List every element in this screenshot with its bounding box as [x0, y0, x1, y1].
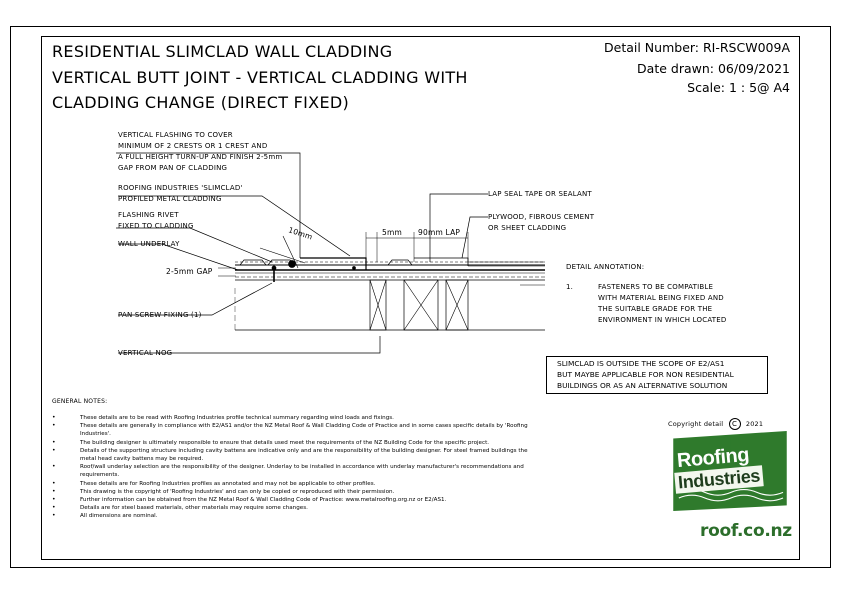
leader-nog [118, 336, 381, 354]
general-notes-heading: GENERAL NOTES: [52, 398, 108, 405]
leader-rivet [116, 227, 273, 263]
annotation-number: 1. [566, 283, 574, 291]
annotation-heading: DETAIL ANNOTATION: [566, 263, 645, 271]
leader-lap-seal [429, 193, 488, 262]
title-line-1: RESIDENTIAL SLIMCLAD WALL CLADDING [52, 42, 393, 61]
label-pan-screw: PAN SCREW FIXING (1) [118, 311, 202, 319]
label-vertical-nog: VERTICAL NOG [118, 349, 173, 357]
scope-note-box: SLIMCLAD IS OUTSIDE THE SCOPE OF E2/AS1 … [546, 356, 768, 394]
label-lap-seal: LAP SEAL TAPE OR SEALANT [488, 190, 592, 198]
drawing-frame [41, 36, 800, 560]
leader-underlay [118, 243, 239, 271]
note-item: Details of the supporting structure incl… [52, 447, 540, 463]
label-plywood: PLYWOOD, FIBROUS CEMENT OR SHEET CLADDIN… [488, 213, 595, 232]
dim-90mm-lap: 90mm LAP [418, 228, 461, 237]
title-line-3: CLADDING CHANGE (DIRECT FIXED) [52, 93, 350, 112]
note-item: The building designer is ultimately resp… [52, 439, 540, 447]
note-item: These details are to be read with Roofin… [52, 414, 540, 422]
note-item: Details are for steel based materials, o… [52, 504, 540, 512]
note-item: Roof/wall underlay selection are the res… [52, 463, 540, 479]
leader-flashing [116, 152, 301, 258]
dim-5mm: 5mm [382, 228, 402, 237]
detail-number: Detail Number: RI-RSCW009A [604, 40, 790, 55]
logo-website: roof.co.nz [700, 521, 792, 541]
label-flashing-rivet: FLASHING RIVET FIXED TO CLADDING [118, 211, 194, 230]
label-gap: 2-5mm GAP [166, 267, 213, 276]
note-item: This drawing is the copyright of 'Roofin… [52, 488, 540, 496]
note-item: All dimensions are nominal. [52, 512, 540, 520]
annotation-text: FASTENERS TO BE COMPATIBLE WITH MATERIAL… [598, 283, 727, 324]
copyright-icon: C [728, 418, 741, 430]
date-drawn: Date drawn: 06/09/2021 [637, 61, 790, 76]
roofing-industries-logo: Roofing Industries [669, 431, 791, 553]
general-notes-list: These details are to be read with Roofin… [52, 414, 540, 521]
leader-plywood [461, 216, 488, 259]
note-item: Further information can be obtained from… [52, 496, 540, 504]
copyright: Copyright detail C 2021 [668, 418, 764, 430]
scale: Scale: 1 : 5@ A4 [687, 80, 790, 95]
label-vertical-flashing: VERTICAL FLASHING TO COVER MINIMUM OF 2 … [118, 131, 283, 172]
title-line-2: VERTICAL BUTT JOINT - VERTICAL CLADDING … [52, 68, 468, 87]
leader-pan-screw [118, 282, 273, 316]
note-item: These details are generally in complianc… [52, 422, 540, 438]
label-wall-underlay: WALL UNDERLAY [118, 240, 180, 248]
leader-slimclad [118, 195, 351, 257]
sheet-border [10, 26, 831, 568]
label-slimclad: ROOFING INDUSTRIES 'SLIMCLAD' PROFILED M… [118, 184, 243, 203]
note-item: These details are for Roofing Industries… [52, 480, 540, 488]
